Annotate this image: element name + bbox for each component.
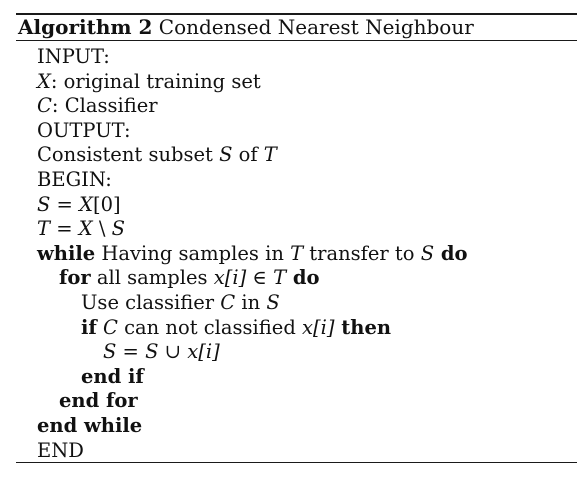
algorithm-label: Algorithm 2 — [18, 15, 153, 39]
keyword: end if — [81, 364, 144, 388]
math-index: [0] — [93, 192, 121, 216]
line-end: END — [16, 439, 577, 464]
line-text: all samples — [90, 266, 214, 290]
keyword: end while — [37, 413, 143, 437]
math-var: S — [103, 340, 117, 364]
keyword: if — [81, 315, 97, 339]
math-index: [i] — [224, 266, 247, 290]
math-op: = — [50, 192, 80, 216]
keyword: for — [59, 266, 91, 290]
line-text: : Classifier — [51, 94, 158, 118]
keyword: do — [286, 266, 320, 290]
math-op: ∪ — [158, 340, 188, 364]
line-text: Use classifier — [81, 290, 221, 314]
keyword: end for — [59, 389, 138, 413]
line-text: BEGIN: — [37, 167, 112, 191]
line-text: transfer to — [303, 241, 421, 265]
math-var: T — [290, 241, 304, 265]
line-end-for: end for — [16, 389, 577, 414]
line-begin: BEGIN: — [16, 168, 577, 193]
line-text: of — [232, 143, 264, 167]
keyword: then — [334, 315, 392, 339]
math-var: T — [37, 217, 51, 241]
line-end-while: end while — [16, 414, 577, 439]
math-op: = — [50, 217, 79, 241]
math-var: x — [302, 315, 314, 339]
line-s-init: S = X[0] — [16, 193, 577, 218]
line-c-def: C: Classifier — [16, 94, 577, 119]
math-var: x — [187, 340, 199, 364]
line-text: Consistent subset — [37, 143, 220, 167]
line-x-def: X: original training set — [16, 70, 577, 95]
keyword: while — [37, 241, 96, 265]
math-var: X — [79, 192, 93, 216]
math-var: T — [273, 266, 287, 290]
line-end-if: end if — [16, 365, 577, 390]
math-op: = — [116, 340, 146, 364]
math-var: S — [37, 192, 51, 216]
math-op: ∈ — [246, 266, 274, 290]
math-var: S — [145, 340, 159, 364]
math-index: [i] — [313, 315, 335, 339]
top-rule — [16, 13, 577, 15]
algorithm-box: Algorithm 2 Condensed Nearest Neighbour … — [16, 13, 577, 463]
math-index: [i] — [198, 340, 220, 364]
math-var: S — [111, 217, 125, 241]
math-var: S — [219, 143, 233, 167]
math-var: X — [78, 217, 93, 241]
line-t-init: T = X \ S — [16, 217, 577, 242]
math-op: \ — [92, 217, 112, 241]
line-if: if C can not classified x[i] then — [16, 316, 577, 341]
keyword: do — [434, 241, 468, 265]
math-var: T — [263, 143, 277, 167]
algorithm-body: INPUT: X: original training set C: Class… — [16, 45, 577, 463]
line-text: INPUT: — [37, 45, 110, 68]
line-for: for all samples x[i] ∈ T do — [16, 266, 577, 291]
math-var: C — [37, 94, 52, 118]
line-use-classifier: Use classifier C in S — [16, 291, 577, 316]
caption-rule — [16, 40, 577, 41]
math-var: S — [420, 241, 435, 265]
line-output: OUTPUT: — [16, 119, 577, 144]
bottom-rule — [16, 462, 577, 463]
line-text: Having samples in — [95, 241, 291, 265]
line-s-update: S = S ∪ x[i] — [16, 340, 577, 365]
math-var: C — [220, 290, 236, 314]
algorithm-caption: Algorithm 2 Condensed Nearest Neighbour — [16, 15, 577, 40]
line-text: can not classified — [117, 315, 303, 339]
math-var: x — [213, 266, 225, 290]
math-var: X — [37, 69, 51, 93]
line-text: : original training set — [50, 69, 261, 93]
math-var: C — [103, 315, 118, 339]
line-while: while Having samples in T transfer to S … — [16, 242, 577, 267]
math-var: S — [266, 290, 280, 314]
line-consistent-subset: Consistent subset S of T — [16, 143, 577, 168]
line-text: END — [37, 438, 84, 462]
line-text: in — [235, 290, 267, 314]
line-input: INPUT: — [16, 45, 577, 70]
line-text: OUTPUT: — [37, 118, 131, 142]
algorithm-title: Condensed Nearest Neighbour — [158, 15, 474, 39]
